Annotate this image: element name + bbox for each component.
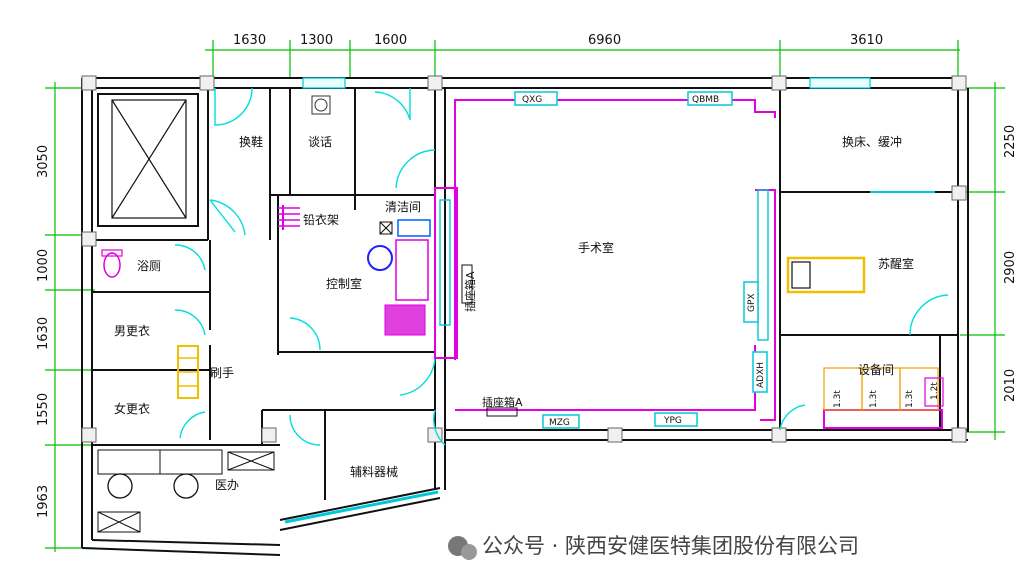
room-aux-equipment: 辅料器械 bbox=[350, 464, 398, 479]
room-scrub: 刷手 bbox=[210, 366, 234, 380]
room-lead-rack: 铅衣架 bbox=[303, 212, 339, 227]
dim-right-2: 2900 bbox=[1003, 251, 1018, 284]
room-change-shoes: 换鞋 bbox=[239, 134, 263, 149]
dim-right-1: 2250 bbox=[1003, 125, 1018, 158]
tag-adxh: ADXH bbox=[756, 362, 766, 388]
equipment-tags: QXG QBMB MZG YPG GPX ADXH 插座箱A 插座箱A bbox=[461, 91, 768, 429]
room-male-locker: 男更衣 bbox=[114, 323, 150, 338]
room-female-locker: 女更衣 bbox=[114, 401, 150, 416]
furniture bbox=[97, 95, 944, 533]
dim-left-2: 1000 bbox=[36, 249, 51, 282]
cabinet-1-label: 1.3t bbox=[833, 390, 843, 408]
tag-gpx: GPX bbox=[747, 293, 757, 312]
walls bbox=[81, 77, 969, 556]
columns bbox=[81, 75, 967, 443]
tag-mzg: MZG bbox=[549, 418, 570, 428]
cabinet-labels: 1.3t 1.3t 1.3t 1.2t bbox=[833, 382, 940, 408]
dim-left-4: 1550 bbox=[36, 393, 51, 426]
watermark: 公众号 · 陕西安健医特集团股份有限公司 bbox=[448, 534, 859, 560]
dim-left-1: 3050 bbox=[36, 145, 51, 178]
windows bbox=[284, 77, 935, 524]
room-cleaning: 清洁间 bbox=[385, 200, 421, 214]
dim-top-1: 1630 bbox=[233, 33, 266, 48]
dimension-labels: 1630 1300 1600 6960 3610 3050 1000 1630 … bbox=[36, 33, 1018, 518]
cabinet-4-label: 1.2t bbox=[930, 382, 940, 400]
room-talk: 谈话 bbox=[308, 135, 332, 149]
dim-top-4: 6960 bbox=[588, 33, 621, 48]
dim-left-5: 1963 bbox=[36, 485, 51, 518]
cabinet-3-label: 1.3t bbox=[905, 390, 915, 408]
tag-qxg: QXG bbox=[522, 95, 542, 105]
room-recovery: 苏醒室 bbox=[878, 256, 914, 271]
room-bed-change-buffer: 换床、缓冲 bbox=[842, 134, 902, 149]
operating-room-equipment bbox=[434, 99, 776, 421]
room-control: 控制室 bbox=[326, 276, 362, 291]
cabinet-2-label: 1.3t bbox=[869, 390, 879, 408]
tag-qbmb: QBMB bbox=[692, 95, 719, 105]
tag-socket-box-2: 插座箱A bbox=[482, 395, 523, 409]
room-labels: 换鞋 谈话 清洁间 铅衣架 控制室 浴厕 男更衣 女更衣 刷手 医办 辅料器械 … bbox=[114, 134, 914, 492]
watermark-text: 公众号 · 陕西安健医特集团股份有限公司 bbox=[482, 534, 859, 558]
dimension-lines bbox=[45, 40, 1005, 552]
room-bath-toilet: 浴厕 bbox=[137, 259, 161, 273]
dim-top-5: 3610 bbox=[850, 33, 883, 48]
dim-right-3: 2010 bbox=[1003, 369, 1018, 402]
dim-top-2: 1300 bbox=[300, 33, 333, 48]
room-doctor-office: 医办 bbox=[215, 477, 239, 492]
dim-top-3: 1600 bbox=[374, 33, 407, 48]
dim-left-3: 1630 bbox=[36, 317, 51, 350]
tag-socket-box-1: 插座箱A bbox=[463, 271, 477, 312]
room-operating: 手术室 bbox=[578, 240, 614, 255]
doors bbox=[174, 87, 949, 446]
room-equipment: 设备间 bbox=[858, 363, 894, 377]
tag-ypg: YPG bbox=[663, 416, 682, 426]
